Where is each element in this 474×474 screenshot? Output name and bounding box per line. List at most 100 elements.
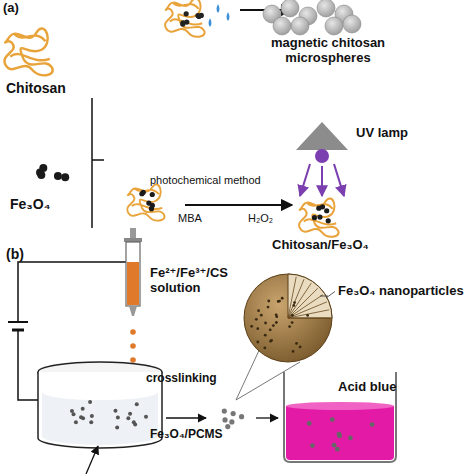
text-label: Fe₃O₄ bbox=[10, 196, 50, 212]
particle bbox=[326, 218, 331, 223]
particle bbox=[257, 309, 260, 312]
particle bbox=[292, 350, 295, 353]
text-label: H₂O₂ bbox=[248, 212, 273, 225]
text-label: Chitosan/Fe₃O₄ bbox=[272, 238, 369, 253]
particle bbox=[54, 172, 62, 180]
particle bbox=[332, 443, 337, 448]
particle bbox=[231, 411, 236, 416]
particle bbox=[269, 328, 272, 331]
particle bbox=[184, 11, 189, 16]
particle bbox=[278, 300, 281, 303]
particle bbox=[324, 208, 329, 213]
particle bbox=[132, 420, 136, 424]
particle bbox=[199, 13, 204, 18]
particle bbox=[255, 318, 258, 321]
particle bbox=[88, 400, 92, 404]
particle bbox=[74, 420, 78, 424]
particle bbox=[348, 435, 353, 440]
particle bbox=[90, 414, 94, 418]
pore-line bbox=[288, 279, 304, 318]
text-label: Fe²⁺/Fe³⁺/CS solution bbox=[150, 266, 250, 296]
particle bbox=[229, 419, 234, 424]
particle bbox=[150, 192, 155, 197]
particle bbox=[307, 421, 312, 426]
pore-line bbox=[288, 288, 318, 318]
particle bbox=[267, 300, 270, 303]
particle bbox=[116, 415, 120, 419]
text-label: Acid blue bbox=[338, 380, 397, 395]
particle bbox=[292, 304, 295, 307]
particle bbox=[264, 334, 267, 337]
particle bbox=[260, 314, 263, 317]
text-label: MBA bbox=[178, 212, 202, 225]
particle bbox=[79, 415, 83, 419]
particle bbox=[281, 297, 284, 300]
text-label: Fe₃O₄/PCMS bbox=[150, 428, 223, 442]
pore-line bbox=[288, 295, 323, 318]
particle bbox=[250, 325, 253, 328]
particle bbox=[288, 325, 291, 328]
particle bbox=[320, 204, 325, 209]
particle bbox=[312, 215, 317, 220]
particle bbox=[139, 191, 144, 196]
particle bbox=[39, 164, 47, 172]
particle bbox=[275, 321, 278, 324]
particle bbox=[330, 417, 335, 422]
particle bbox=[37, 171, 45, 179]
particle bbox=[113, 409, 117, 413]
text-label: Chitosan bbox=[6, 80, 66, 96]
microsphere bbox=[325, 17, 343, 35]
particle bbox=[291, 314, 294, 317]
particle bbox=[263, 346, 266, 349]
particle bbox=[150, 203, 155, 208]
particle bbox=[310, 443, 315, 448]
particle bbox=[306, 314, 309, 317]
particle bbox=[115, 426, 119, 430]
particle bbox=[222, 417, 227, 422]
text-label: crosslinking bbox=[146, 372, 217, 386]
particle bbox=[144, 415, 148, 419]
microsphere bbox=[317, 0, 335, 17]
particle bbox=[267, 306, 270, 309]
panel-label: (a) bbox=[3, 1, 19, 16]
particle bbox=[335, 447, 340, 452]
particle bbox=[222, 408, 227, 413]
particle bbox=[256, 327, 259, 330]
particle bbox=[370, 422, 375, 427]
particle bbox=[89, 420, 93, 424]
particle bbox=[270, 339, 273, 342]
particle bbox=[269, 340, 272, 343]
particle bbox=[299, 346, 302, 349]
particle bbox=[128, 412, 132, 416]
particle bbox=[70, 409, 74, 413]
particle bbox=[275, 313, 278, 316]
particle bbox=[317, 214, 322, 219]
particle bbox=[295, 342, 298, 345]
microsphere bbox=[273, 17, 291, 35]
text-label: magnetic chitosan microspheres bbox=[258, 36, 398, 66]
pore-line bbox=[288, 318, 330, 319]
text-label: UV lamp bbox=[356, 126, 408, 141]
particle bbox=[61, 173, 69, 181]
particle bbox=[293, 301, 296, 304]
particle bbox=[291, 321, 294, 324]
panel-label: (b) bbox=[6, 246, 24, 262]
particle bbox=[126, 416, 130, 420]
particle bbox=[239, 414, 244, 419]
text-label: photochemical method bbox=[150, 174, 261, 187]
particle bbox=[81, 407, 85, 411]
microsphere bbox=[281, 0, 299, 17]
particle bbox=[135, 402, 139, 406]
particle bbox=[225, 424, 230, 429]
particle bbox=[264, 322, 267, 325]
microsphere bbox=[291, 17, 309, 35]
pore-line bbox=[288, 277, 296, 318]
microsphere bbox=[343, 15, 361, 33]
leader-line bbox=[326, 291, 335, 298]
particle bbox=[337, 432, 342, 437]
particle bbox=[272, 324, 275, 327]
text-label: Fe₃O₄ nanoparticles bbox=[338, 284, 464, 299]
particle bbox=[180, 21, 185, 26]
particle bbox=[256, 341, 259, 344]
